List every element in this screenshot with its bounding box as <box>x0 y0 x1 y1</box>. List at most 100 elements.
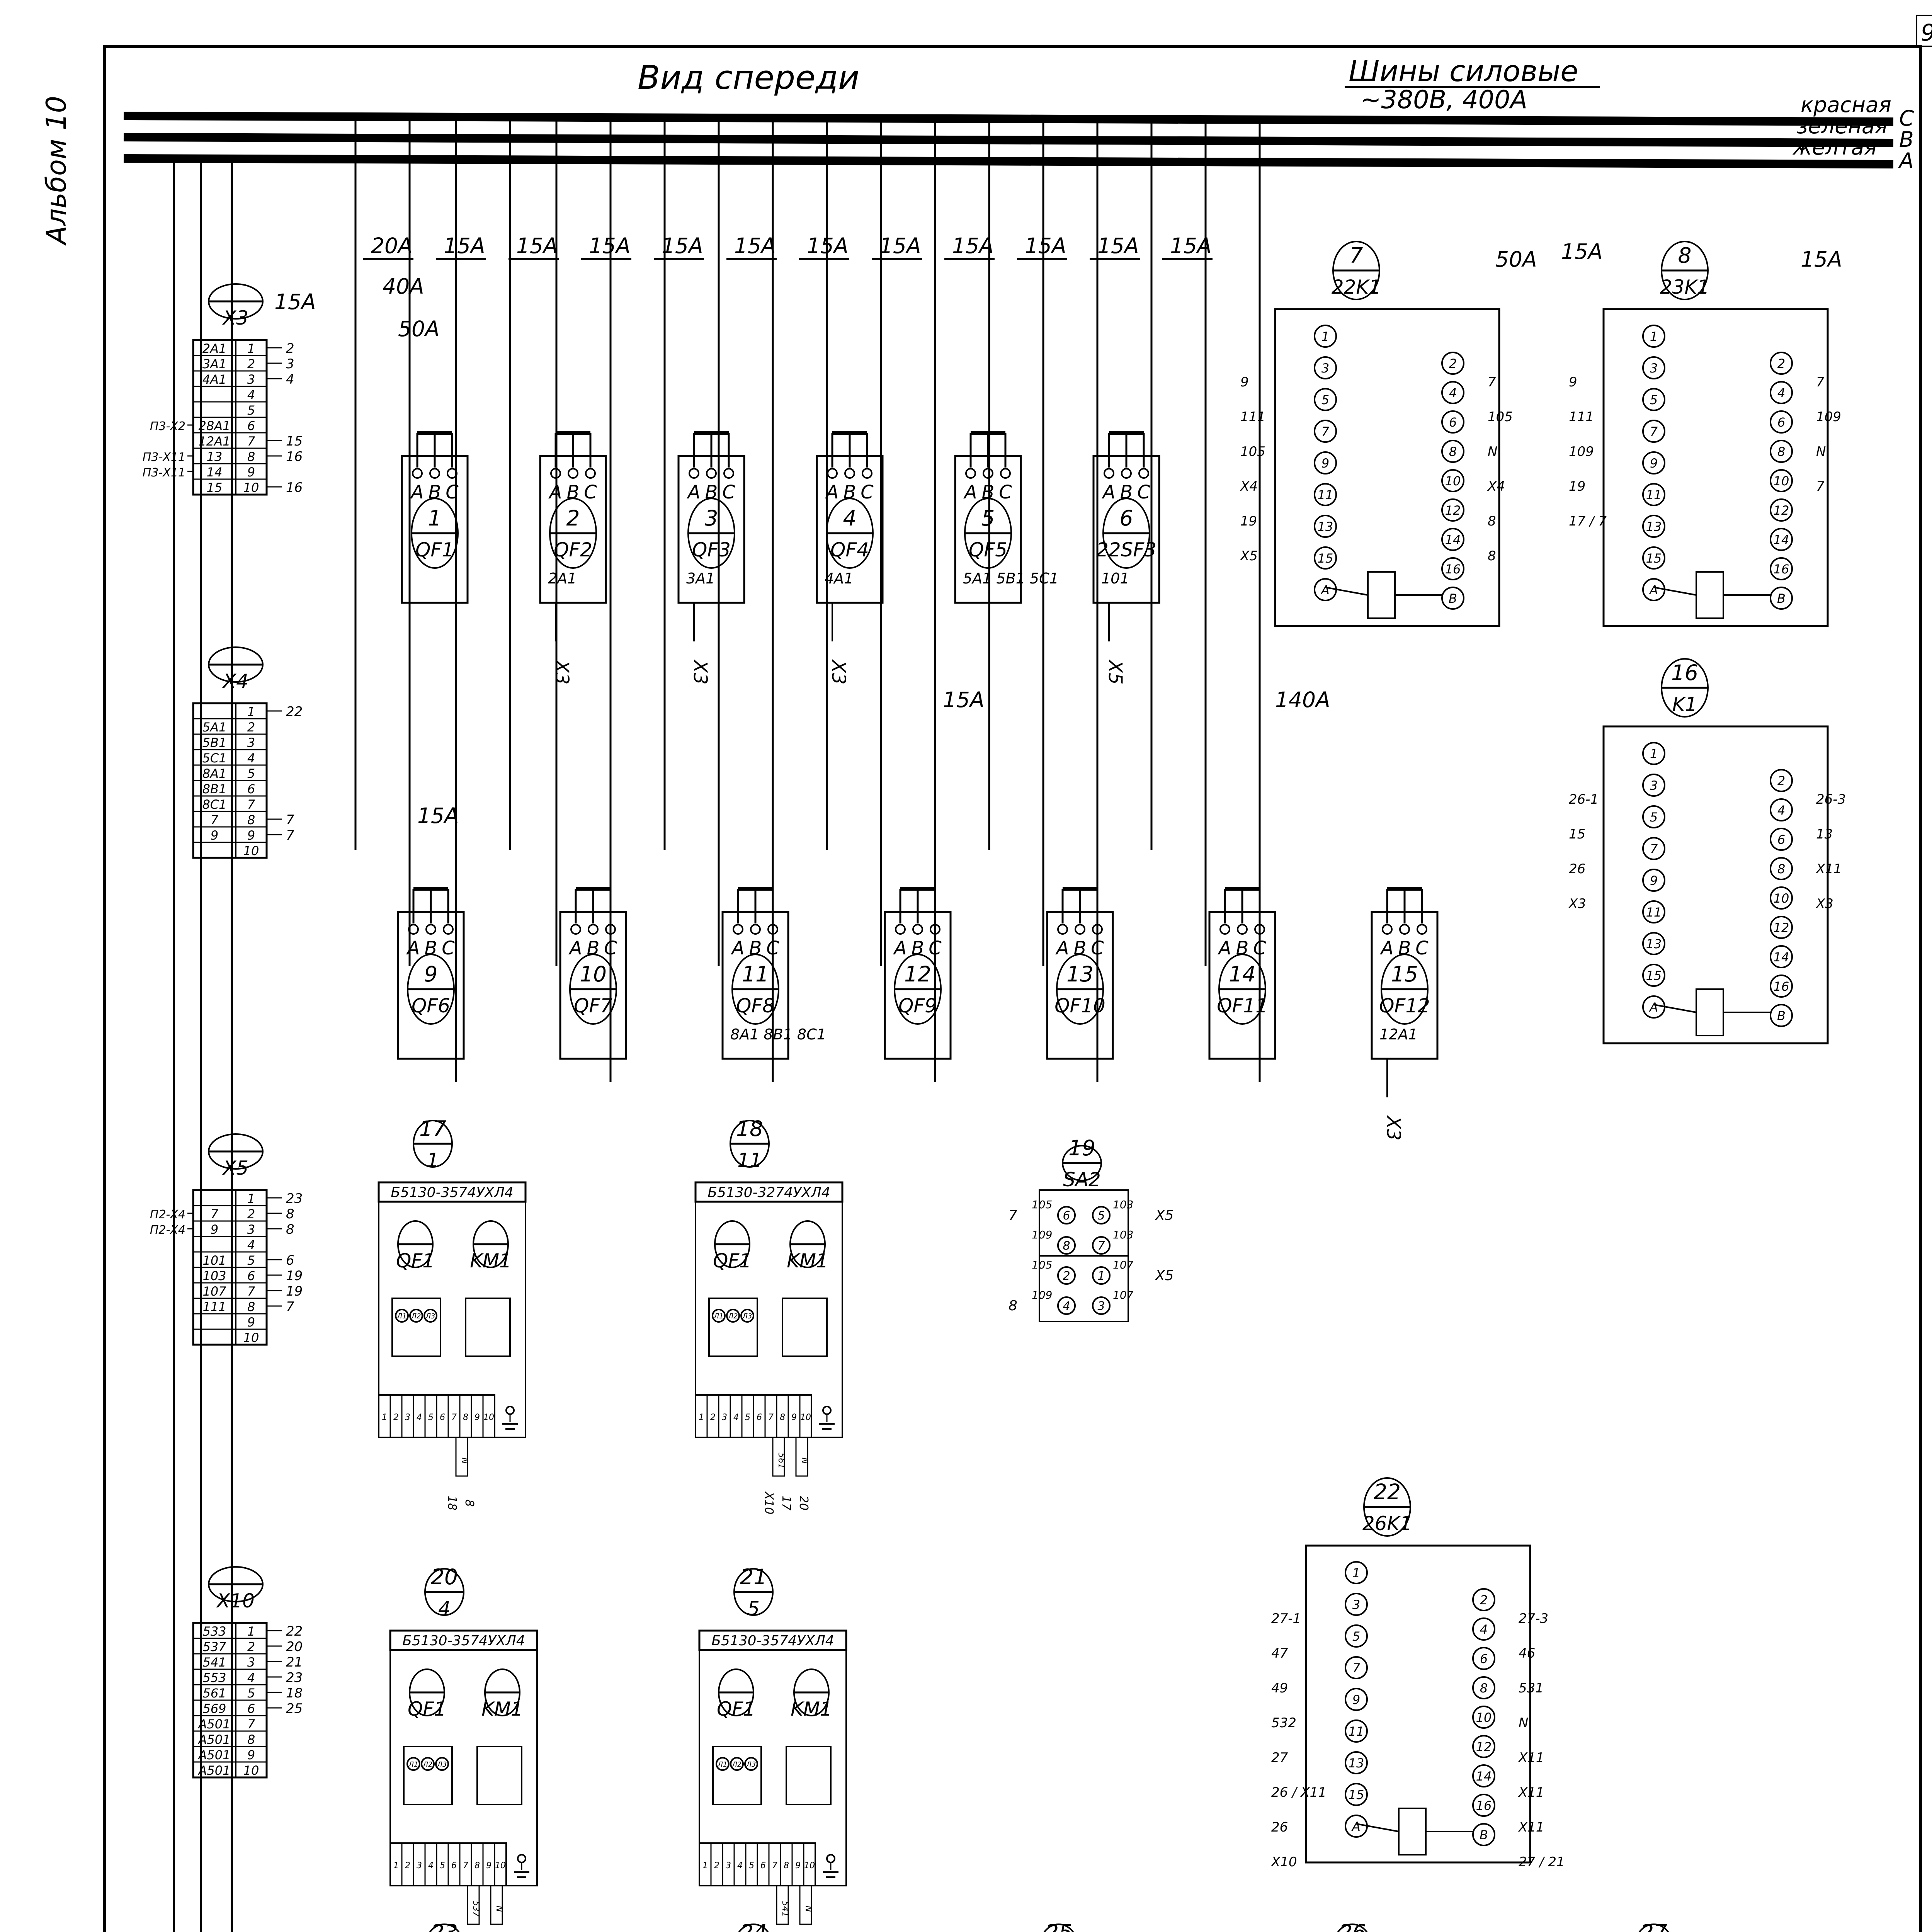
relay-pin-icon <box>1314 325 1337 348</box>
terminal-wire: 103 <box>202 1269 226 1283</box>
terminal-number: 1 <box>247 1624 255 1639</box>
strip-number: 5 <box>428 1413 434 1422</box>
strip-number: 6 <box>757 1413 762 1422</box>
terminal-source: П3-X2 <box>150 420 185 433</box>
terminal-number: 4 <box>247 1670 255 1685</box>
marker-bottom: QF1 <box>713 1250 752 1272</box>
relay-pin: 1 <box>1650 747 1658 761</box>
strip-number: 1 <box>699 1413 704 1422</box>
marker-top: 26 <box>1339 1920 1366 1932</box>
terminal-dest: 8 <box>286 1222 294 1237</box>
relay-pin: 16 <box>1445 562 1461 577</box>
output-dest: 20 <box>797 1496 810 1510</box>
terminal-dest: 3 <box>286 356 294 372</box>
marker-top: 4 <box>843 506 857 531</box>
relay-pin-icon <box>1314 546 1337 570</box>
relay-pin-icon <box>1770 886 1793 910</box>
busbar-c <box>123 112 1894 126</box>
relay-wire-label: X3 <box>1568 896 1586 912</box>
relay-pin: 4 <box>1777 803 1785 818</box>
terminal-icon <box>408 924 419 935</box>
rating-left-15a: 15А <box>274 289 316 314</box>
terminal-wire: 14 <box>207 465 223 480</box>
relay-pin-icon <box>1314 451 1337 474</box>
terminal-dest: 7 <box>286 1299 294 1315</box>
relay-pin: 15 <box>1646 968 1662 983</box>
sheet-number: 9 <box>1921 19 1932 46</box>
terminal-number: 8 <box>247 1732 255 1747</box>
relay-wire-label: N <box>1519 1715 1528 1731</box>
terminal-wire: 8B1 <box>202 782 227 796</box>
relay-wire-label: 27 / 21 <box>1519 1854 1565 1870</box>
pole-icon <box>712 1309 726 1323</box>
feeder-rating: 15А <box>516 233 558 258</box>
strip-number: 2 <box>710 1413 716 1422</box>
terminal-icon <box>429 468 440 479</box>
relay-pin-icon <box>1472 1676 1495 1699</box>
switch-contact: 7 <box>1097 1239 1105 1253</box>
terminal-wire: 541 <box>202 1655 226 1670</box>
output-label: N <box>459 1458 469 1464</box>
marker-bottom: X5 <box>222 1157 248 1179</box>
busbars <box>123 112 1894 168</box>
relay-pin-icon <box>1770 916 1793 939</box>
terminal-dest: 21 <box>286 1655 303 1670</box>
relay-pin-icon <box>1642 483 1665 506</box>
pole-icon <box>421 1757 435 1771</box>
terminal-wire: 111 <box>202 1299 226 1314</box>
relay-pin-icon <box>1642 420 1665 443</box>
terminal-row: 4 <box>193 1236 267 1252</box>
phase-label: C <box>604 937 617 959</box>
relay-pin: 14 <box>1774 532 1789 547</box>
output-label: 537 <box>471 1901 481 1917</box>
relay-pin-icon <box>1642 325 1665 348</box>
terminal-icon <box>930 924 940 935</box>
terminal-wire: 7 <box>211 813 219 827</box>
marker-bottom: 1 <box>427 1149 439 1172</box>
terminal-icon <box>1000 468 1011 479</box>
rating-mid-140a: 140А <box>1275 687 1330 712</box>
relay-pin: 11 <box>1349 1724 1364 1739</box>
relay-pin: 2 <box>1777 356 1785 371</box>
terminal-dest: 19 <box>286 1268 303 1284</box>
terminal-wire: 8A1 <box>202 766 227 781</box>
marker-top: 22 <box>1374 1480 1401 1504</box>
relay-pin: 9 <box>1321 456 1329 471</box>
marker-top: 3 <box>705 506 718 531</box>
phase-label: A <box>963 481 977 503</box>
pole-label: Л2 <box>423 1760 433 1769</box>
relay-pin-icon <box>1472 1823 1495 1846</box>
ground-icon <box>819 1406 835 1430</box>
terminal-dest: 25 <box>286 1701 303 1716</box>
starter-26: 2626Б5130-2074УХЛ4QF1KM1Л1Л2Л347 4871 72… <box>1337 1920 1368 1932</box>
relay-pin-icon <box>1642 964 1665 987</box>
relay-wire-label: X4 <box>1487 479 1505 494</box>
relay-pin-icon <box>1314 356 1337 379</box>
relay-pin-icon <box>1770 857 1793 880</box>
relay-wire-label: 15 <box>1569 827 1585 842</box>
relay-pin-icon <box>1345 1783 1368 1806</box>
relay-pin: 11 <box>1646 488 1662 502</box>
terminal-source: П3-X11 <box>143 466 185 480</box>
feeder-rating: 15А <box>807 233 849 258</box>
